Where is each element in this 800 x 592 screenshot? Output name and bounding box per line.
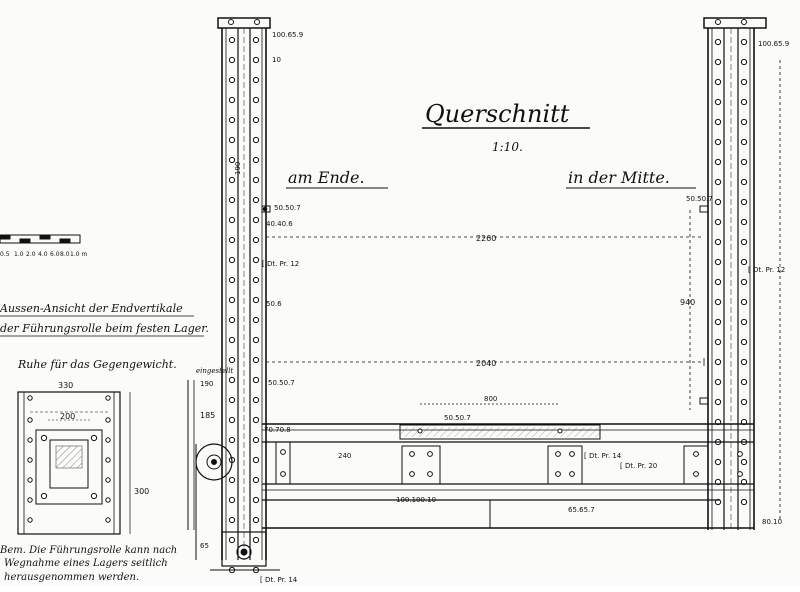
right-bracket-1: [699, 205, 709, 405]
label-middle: in der Mitte.: [568, 168, 670, 187]
label-end: am Ende.: [288, 168, 365, 187]
label-plate-left: 10: [272, 56, 281, 64]
dim-deck-depth: 240: [338, 452, 351, 460]
dimension-lines: [265, 60, 781, 520]
label-channel-left: [ Dt. Pr. 12: [262, 260, 299, 268]
dim-deck-span: 800: [484, 395, 497, 403]
bearing-shoe: [210, 531, 280, 571]
scale-label-1: 0.5: [0, 251, 10, 258]
dim-detail-width: 330: [58, 381, 73, 390]
label-top-right-profile: 100.65.9: [758, 40, 789, 48]
left-vertical-post: [217, 17, 271, 560]
label-angle-mid: 50.50.7: [444, 414, 471, 422]
scale-label-2: 1.0: [14, 251, 24, 258]
counterweight-rivets: [27, 395, 111, 523]
dim-width-top: 2260: [476, 234, 496, 243]
drawing-title: Querschnitt: [425, 100, 570, 128]
left-post-rivets: [228, 19, 260, 574]
note-line2: Wegnahme eines Lagers seitlich: [4, 558, 168, 569]
side-title-line2: der Führungsrolle beim festen Lager.: [0, 322, 209, 335]
counterweight-detail: [17, 391, 131, 535]
scale-label-5: 6.0: [50, 251, 60, 258]
drawing-scale: 1:10.: [492, 140, 523, 154]
label-bracket-left-2: 40.40.6: [266, 220, 293, 228]
label-stringer-mid: [ Dt. Pr. 14: [584, 452, 622, 460]
left-bracket-1: [261, 205, 271, 213]
dim-detail-inner: 200: [60, 412, 75, 421]
label-angle-left: 50.6: [266, 300, 282, 308]
label-bottom-angle: 100.100.10: [396, 496, 436, 504]
label-channel-right: [ Dt. Pr. 12: [748, 266, 785, 274]
scale-bar: [0, 234, 81, 244]
label-corner-right: 80.10: [762, 518, 782, 526]
deck-structure: [262, 423, 754, 529]
label-bracket-right: 50.50.7: [686, 195, 713, 203]
scale-label-4: 4.0: [38, 251, 48, 258]
label-stringer-right: [ Dt. Pr. 20: [620, 462, 657, 470]
scale-label-6: 8.0: [60, 251, 70, 258]
scale-label-3: 2.0: [26, 251, 36, 258]
label-left-small-2: 50.50.7: [268, 379, 295, 387]
guide-roller: [187, 380, 233, 560]
dim-side-height: 185: [200, 411, 215, 420]
right-vertical-post: [703, 17, 767, 530]
label-top-left-profile: 100.65.9: [272, 31, 303, 39]
dim-height-right: 940: [680, 298, 695, 307]
label-bottom-flat: 65.65.7: [568, 506, 595, 514]
label-foot-left: [ Dt. Pr. 14: [260, 576, 298, 584]
right-post-rivets: [714, 19, 748, 506]
label-post-spacing: 190: [234, 162, 242, 175]
note-line3: herausgenommen werden.: [4, 572, 139, 583]
deck-rivets: [280, 428, 743, 477]
dim-post-spacing: 190: [200, 380, 213, 388]
dim-width-mid: 2040: [476, 359, 496, 368]
label-bracket-left-1: 50.50.7: [274, 204, 301, 212]
label-eingestellt: eingestellt: [196, 367, 234, 375]
note-line1: Bem. Die Führungsrolle kann nach: [0, 545, 177, 556]
side-title-line1: Aussen-Ansicht der Endvertikale: [0, 302, 183, 315]
detail-caption: Ruhe für das Gegengewicht.: [17, 358, 177, 371]
scale-label-7: 1.0 m: [70, 251, 87, 258]
dim-roller: 65: [200, 542, 209, 550]
dim-detail-height: 300: [134, 487, 149, 496]
